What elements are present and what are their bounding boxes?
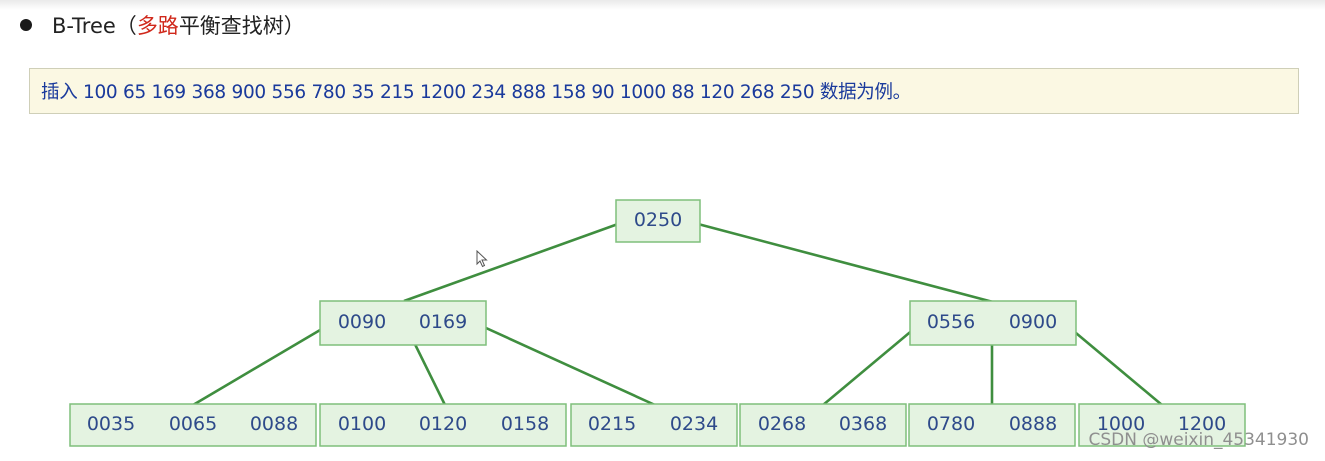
leaf2-key-1: 0100 — [338, 413, 386, 435]
internal-left-key-1: 0090 — [338, 311, 386, 333]
edge-root-right — [697, 222, 994, 304]
internal-node-left: 0090 0169 — [319, 300, 487, 346]
leaf1-key-3: 0088 — [250, 413, 298, 435]
leaf6-key-1: 1000 — [1097, 413, 1145, 435]
internal-right-key-1: 0556 — [927, 311, 975, 333]
leaf1-key-1: 0035 — [87, 413, 135, 435]
leaf5-key-1: 0780 — [927, 413, 975, 435]
leaf4-key-2: 0368 — [839, 413, 887, 435]
edge-right-leaf6 — [1063, 322, 1163, 406]
edge-left-leaf3 — [474, 321, 656, 407]
window-top-shadow — [0, 0, 1325, 10]
section-heading: B-Tree（多路平衡查找树） — [20, 8, 305, 42]
leaf-node-2: 0100 0120 0158 — [319, 403, 567, 447]
leaf-node-6: 1000 1200 — [1078, 403, 1246, 447]
heading-suffix: 平衡查找树） — [178, 14, 305, 38]
leaf5-key-2: 0888 — [1009, 413, 1057, 435]
leaf3-key-1: 0215 — [588, 413, 636, 435]
mouse-pointer-icon — [476, 250, 488, 268]
leaf1-key-2: 0065 — [169, 413, 217, 435]
note-text: 插入 100 65 169 368 900 556 780 35 215 120… — [41, 82, 911, 103]
bullet-icon — [20, 19, 32, 31]
edge-root-left — [403, 222, 619, 303]
leaf-node-5: 0780 0888 — [908, 403, 1076, 447]
leaf4-key-1: 0268 — [758, 413, 806, 435]
internal-right-key-2: 0900 — [1009, 311, 1057, 333]
leaf-node-4: 0268 0368 — [739, 403, 907, 447]
internal-node-right: 0556 0900 — [909, 300, 1077, 346]
edge-left-leaf1 — [192, 321, 333, 407]
heading-highlight: 多路 — [136, 14, 179, 38]
leaf2-key-3: 0158 — [501, 413, 549, 435]
leaf-node-3: 0215 0234 — [570, 403, 738, 447]
watermark-text: CSDN @weixin_45341930 — [1088, 430, 1309, 450]
leaf2-key-2: 0120 — [419, 413, 467, 435]
internal-left-key-2: 0169 — [419, 311, 467, 333]
leaf3-key-2: 0234 — [670, 413, 718, 435]
leaf-node-1: 0035 0065 0088 — [69, 403, 317, 447]
insert-sequence-note: 插入 100 65 169 368 900 556 780 35 215 120… — [29, 68, 1299, 114]
heading-prefix: B-Tree（ — [52, 14, 137, 38]
leaf6-key-2: 1200 — [1178, 413, 1226, 435]
edge-right-leaf4 — [822, 322, 922, 406]
root-key-1: 0250 — [634, 209, 682, 231]
root-node: 0250 — [615, 199, 701, 243]
